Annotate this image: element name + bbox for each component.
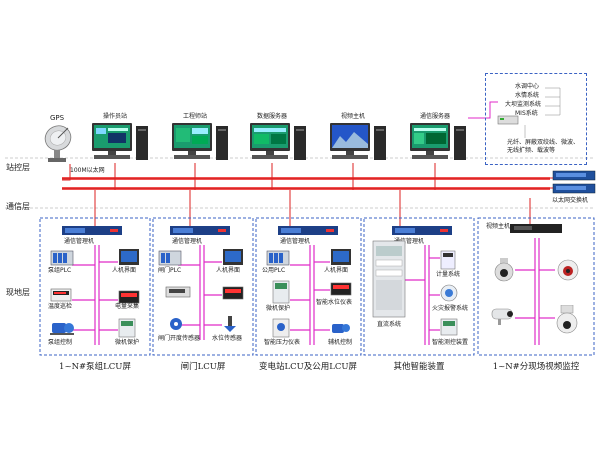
computer-icon [330,123,386,160]
pump-motor-icon [332,324,350,333]
device-label: 智能压力仪表 [264,339,301,346]
group-caption-other: 其他智能装置 [393,362,445,372]
external-systems-panel [485,73,587,165]
layer-comm: 通信层 [6,202,30,211]
computer-icon [410,123,466,160]
video-host-label: 视频主机 [486,223,511,230]
pressure-gauge-icon [272,318,290,338]
ethernet-switch-label: 以太网交换机 [552,197,589,204]
bullet-camera-icon [491,308,513,325]
gps-label: GPS [50,114,65,122]
layer-field: 现地层 [6,288,30,297]
group-caption-pump: 1~N#泵组LCU屏 [59,362,131,372]
water-level-sensor-icon [224,316,236,332]
comm-manager-label: 通信管理机 [394,238,425,245]
workstation-label: 视频主机 [340,113,366,120]
ethernet-bus-top [62,177,550,180]
comm-manager-device-icon [170,226,230,235]
opening-sensor-icon [170,318,182,330]
device-label: 电量采集 [115,303,140,310]
device-label: 人机界面 [324,267,349,274]
plc-icon [158,250,182,266]
device-label: 人机界面 [216,267,241,274]
ethernet-switch-icon [552,170,596,194]
router-icon [497,115,519,125]
comm-manager-device-icon [392,226,452,235]
ext-system-label: 水情系统 [515,92,540,99]
dome-camera-icon [557,259,579,281]
meter-icon [330,282,352,296]
fire-alarm-icon [440,284,458,302]
ethernet-bus-bottom [62,187,550,190]
gate-device-icon [165,286,191,298]
device-label: 直流系统 [377,321,402,328]
ext-system-label: 大坝监测系统 [505,101,542,108]
computer-icon [250,123,306,160]
device-label: 火灾报警系统 [432,305,469,312]
device-label: 泵组PLC [48,267,72,274]
workstation-label: 通信服务器 [419,113,451,120]
group-caption-video: 1~N#分现场视频监控 [492,362,580,372]
group-caption-gate: 闸门LCU屏 [180,362,226,372]
workstation-label: 工程师站 [182,113,208,120]
group-caption-substation: 变电站LCU及公用LCU屏 [258,362,358,372]
workstation-label: 操作员站 [102,113,128,120]
fiber-note: 光纤、屏蔽双绞线、微波、无线扩频、载波等 [507,139,580,154]
meter-icon [222,286,244,300]
comm-manager-device-icon [278,226,338,235]
hmi-panel-icon [119,249,139,265]
workstation-label: 数据服务器 [256,113,288,120]
plc-icon [50,250,74,266]
hmi-panel-icon [331,249,351,265]
device-label: 微机保护 [266,305,291,312]
gps-dish-icon [44,125,72,162]
dc-cabinet-icon [372,240,406,318]
speed-dome-camera-icon [556,305,578,334]
ext-system-label: 水调中心 [515,83,540,90]
device-label: 温度巡检 [48,303,73,310]
pump-motor-icon [50,323,74,335]
protection-relay-icon [272,280,290,304]
dome-camera-icon [494,258,514,282]
device-label: 计量系统 [436,271,461,278]
device-label: 人机界面 [112,267,137,274]
temp-meter-icon [50,288,72,302]
layer-station: 站控层 [6,163,30,172]
device-label: 闸门开度传感器 [158,335,201,342]
comm-manager-device-icon [62,226,122,235]
device-label: 辅机控制 [328,339,353,346]
device-label: 闸门PLC [158,267,182,274]
computer-icon [172,123,228,160]
metering-device-icon [440,250,456,270]
comm-manager-label: 通信管理机 [172,238,203,245]
hmi-panel-icon [223,249,243,265]
measurement-device-icon [440,318,458,336]
plc-icon [266,250,290,266]
power-meter-icon [118,290,140,304]
video-host-device-icon [510,224,562,233]
protection-relay-icon [118,318,136,338]
device-label: 智能测控装置 [432,339,469,346]
device-label: 智能水位仪表 [316,299,353,306]
device-label: 水位传感器 [212,335,243,342]
comm-manager-label: 通信管理机 [64,238,95,245]
device-label: 公用PLC [262,267,286,274]
computer-icon [92,123,148,160]
device-label: 微机保护 [115,339,140,346]
network-label: 100M以太网 [70,167,105,174]
comm-manager-label: 通信管理机 [280,238,311,245]
device-label: 泵组控制 [48,339,73,346]
ext-system-label: MIS系统 [515,110,538,117]
